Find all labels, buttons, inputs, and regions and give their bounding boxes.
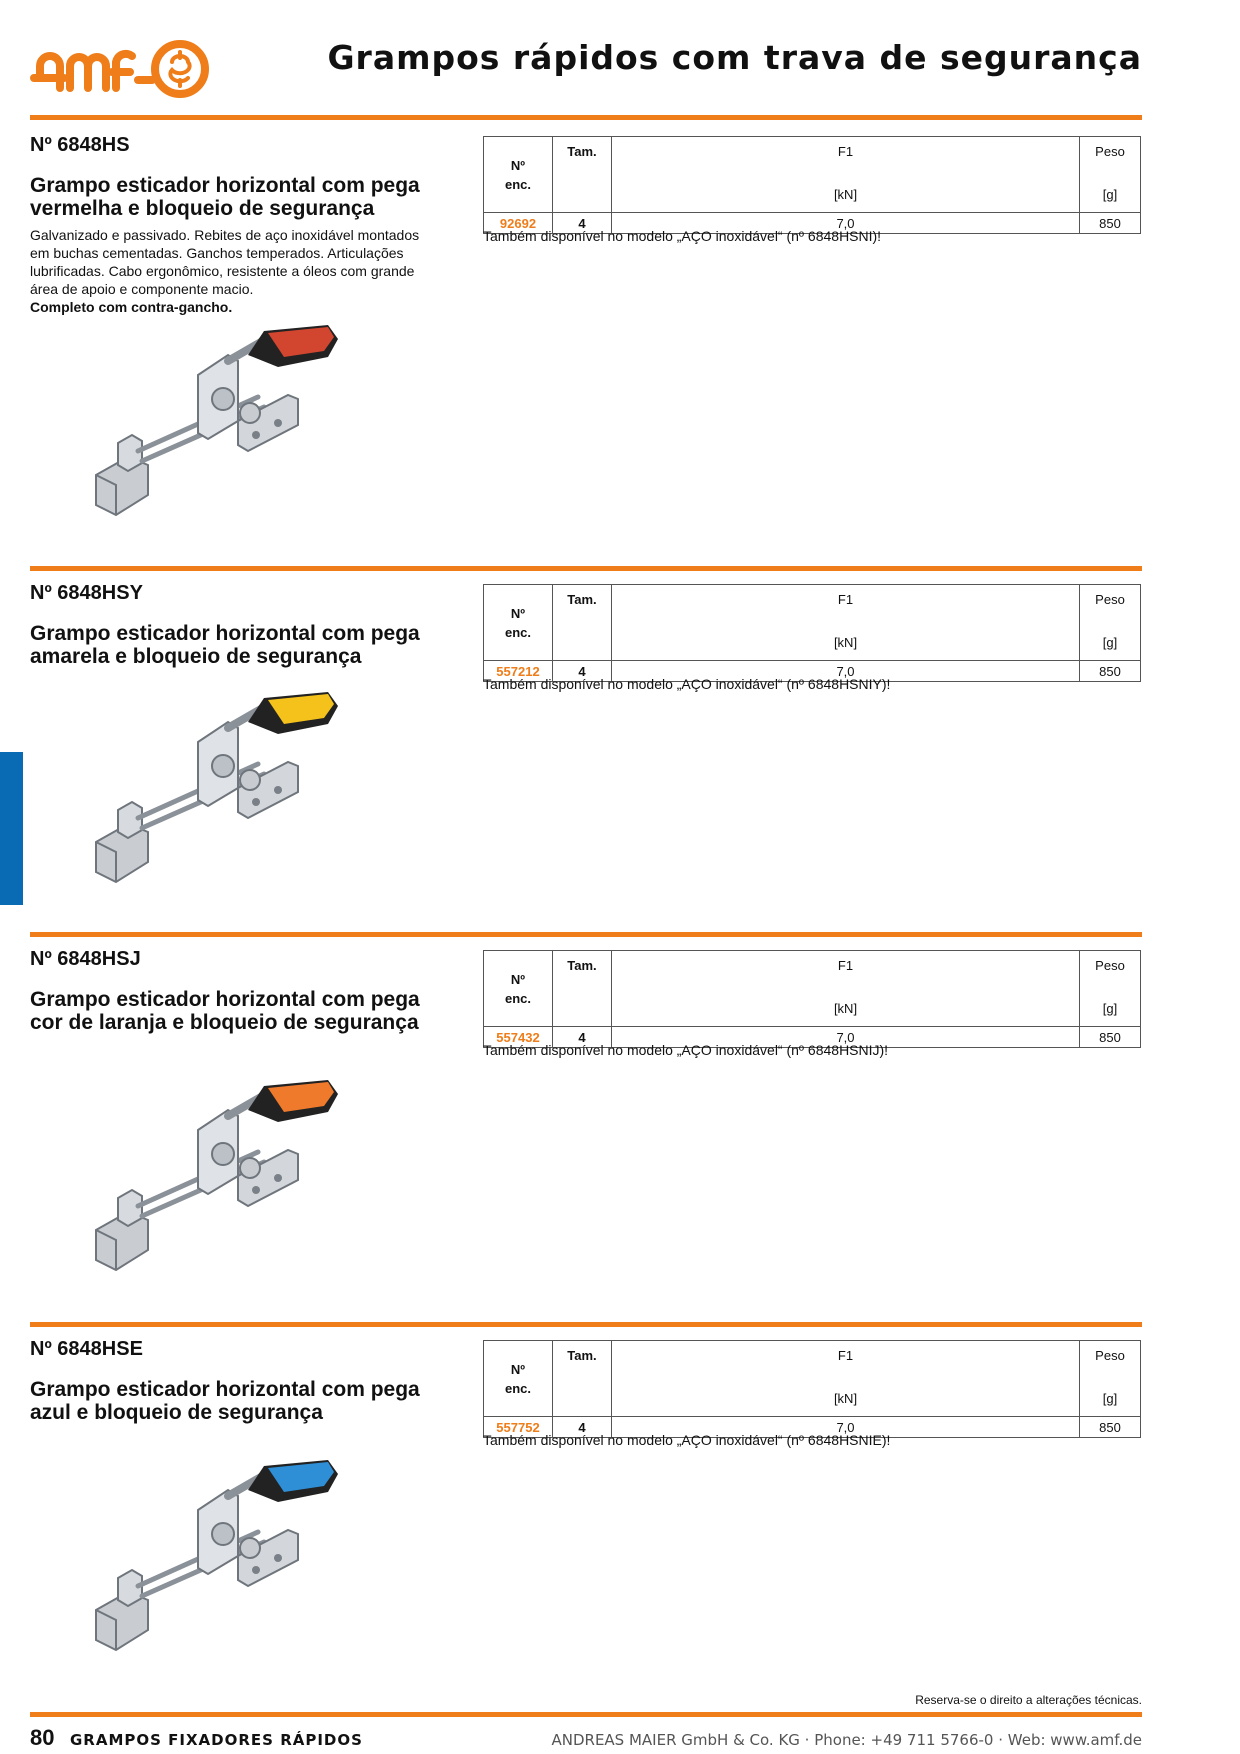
header-force: F1[kN] [611,950,1080,1027]
force-cell: 7,0 [611,660,1080,682]
product-number: Nº 6848HSJ [30,948,141,970]
page-title: Grampos rápidos com trava de segurança [327,38,1142,77]
header-force: F1[kN] [611,136,1080,213]
section-rule [30,566,1142,571]
section-rule [30,1322,1142,1327]
header-weight: Peso[g] [1079,1340,1141,1417]
order-number-link[interactable]: 557752 [483,1416,553,1438]
header-force: F1[kN] [611,584,1080,661]
chapter-name: GRAMPOS FIXADORES RÁPIDOS [70,1731,363,1749]
weight-cell: 850 [1079,660,1141,682]
table-row: 92692 4 7,0 850 [483,212,1141,234]
amf-logo [30,40,209,98]
clamp-red-handle-image [95,325,338,517]
product-number: Nº 6848HSY [30,582,143,604]
header-weight: Peso[g] [1079,136,1141,213]
company-info: ANDREAS MAIER GmbH & Co. KG · Phone: +49… [551,1731,1142,1749]
header-weight: Peso[g] [1079,584,1141,661]
description-bold: Completo com contra-gancho. [30,299,233,315]
table-row: 557432 4 7,0 850 [483,1026,1141,1048]
weight-cell: 850 [1079,1416,1141,1438]
force-cell: 7,0 [611,1026,1080,1048]
header-force: F1[kN] [611,1340,1080,1417]
product-title: Grampo esticador horizontal com pega azu… [30,1378,420,1424]
page-number: 80 [30,1725,55,1750]
description-text: Galvanizado e passivado. Rebites de aço … [30,227,420,297]
footer-rule [30,1712,1142,1717]
availability-note: Também disponível no modelo „AÇO inoxidá… [483,1432,891,1448]
header-size: Tam. [552,1340,612,1417]
product-title: Grampo esticador horizontal com pega ver… [30,174,420,220]
header-weight: Peso[g] [1079,950,1141,1027]
product-title: Grampo esticador horizontal com pega ama… [30,622,420,668]
order-number-link[interactable]: 557432 [483,1026,553,1048]
product-number: Nº 6848HS [30,134,130,156]
rights-note: Reserva-se o direito a alterações técnic… [915,1693,1142,1707]
force-cell: 7,0 [611,212,1080,234]
section-rule [30,932,1142,937]
availability-note: Também disponível no modelo „AÇO inoxidá… [483,1042,889,1058]
table-row: 557212 4 7,0 850 [483,660,1141,682]
availability-note: Também disponível no modelo „AÇO inoxidá… [483,676,891,692]
product-number: Nº 6848HSE [30,1338,143,1360]
clamp-blue-handle-image [95,1460,338,1652]
header-size: Tam. [552,136,612,213]
size-cell: 4 [552,212,612,234]
weight-cell: 850 [1079,1026,1141,1048]
order-number-link[interactable]: 92692 [483,212,553,234]
product-title: Grampo esticador horizontal com pega cor… [30,988,420,1034]
order-number-link[interactable]: 557212 [483,660,553,682]
size-cell: 4 [552,660,612,682]
force-cell: 7,0 [611,1416,1080,1438]
table-row: 557752 4 7,0 850 [483,1416,1141,1438]
clamp-orange-handle-image [95,1080,338,1272]
weight-cell: 850 [1079,212,1141,234]
header-size: Tam. [552,950,612,1027]
header-size: Tam. [552,584,612,661]
product-description: Galvanizado e passivado. Rebites de aço … [30,226,440,316]
chapter-side-tab [0,752,23,905]
header-rule [30,115,1142,120]
clamp-yellow-handle-image [95,692,338,884]
availability-note: Também disponível no modelo „AÇO inoxidá… [483,228,882,244]
